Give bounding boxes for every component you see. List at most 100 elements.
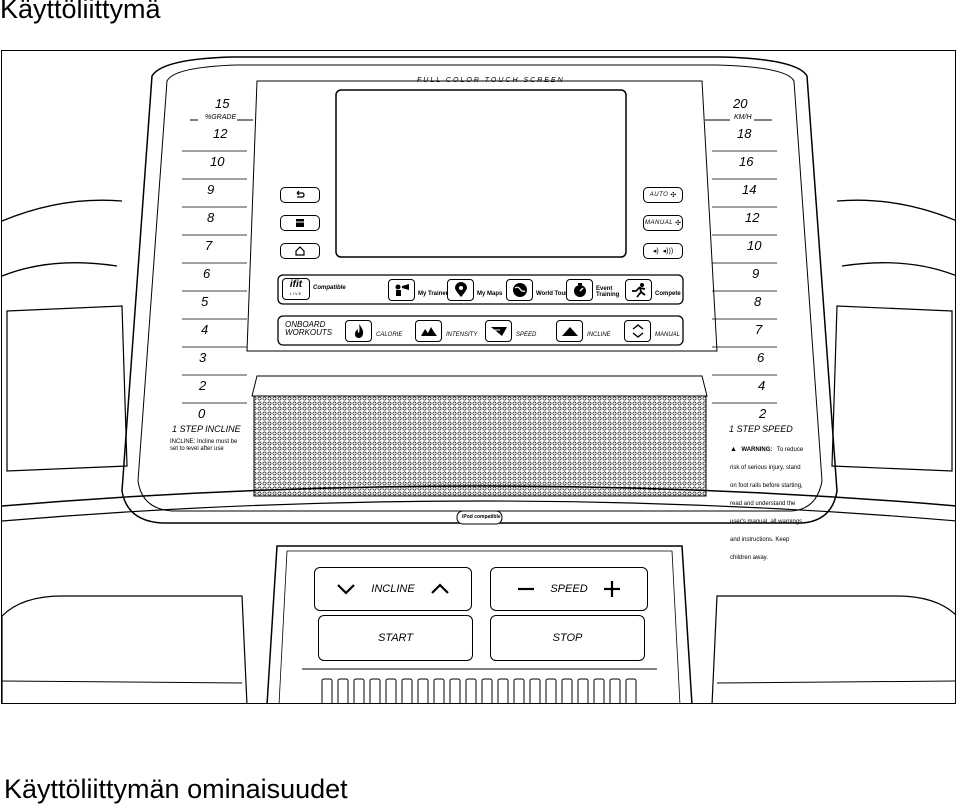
menu-button[interactable] — [280, 215, 320, 231]
speed-minus-icon[interactable] — [516, 582, 536, 596]
manual-label: MANUAL — [645, 220, 674, 226]
speed-value[interactable]: 8 — [754, 294, 762, 309]
home-icon — [295, 246, 305, 256]
volume-button[interactable]: ◂) ◂))) — [643, 243, 683, 259]
warning-block: ▲ WARNING: To reduce risk of serious inj… — [730, 438, 805, 564]
back-button[interactable] — [280, 187, 320, 203]
incline-value[interactable]: 5 — [201, 294, 209, 309]
speed-workout-button[interactable] — [485, 320, 512, 342]
touch-screen[interactable] — [336, 90, 626, 257]
warning-triangle-icon: ▲ — [730, 446, 737, 453]
event-training-label: Event Training — [596, 286, 620, 298]
incline-step-label: 1 STEP INCLINE — [172, 424, 241, 434]
page-heading: Käyttöliittymä — [0, 0, 161, 24]
up-down-chevron-icon — [632, 324, 643, 338]
calorie-workout-button[interactable] — [345, 320, 372, 342]
auto-fan-button[interactable]: AUTO ✣ — [643, 187, 683, 203]
calorie-label: CALORIE — [376, 332, 403, 338]
incline-value[interactable]: 15 — [215, 96, 230, 111]
speed-value[interactable]: 7 — [755, 322, 763, 337]
incline-value[interactable]: 7 — [205, 238, 213, 253]
speed-value[interactable]: 9 — [752, 266, 760, 281]
mountain-icon — [561, 327, 578, 336]
incline-control-label: INCLINE — [371, 583, 415, 595]
speaker-grille — [254, 396, 706, 496]
incline-value[interactable]: 12 — [213, 126, 228, 141]
workouts-title-line2: WORKOUTS — [285, 328, 333, 337]
incline-workout-button[interactable] — [556, 320, 583, 342]
menu-icon — [296, 219, 304, 227]
workouts-title: ONBOARD WORKOUTS — [285, 321, 332, 337]
speed-value[interactable]: 12 — [745, 210, 760, 225]
incline-value[interactable]: 8 — [207, 210, 215, 225]
manual-workout-button[interactable] — [624, 320, 651, 342]
world-tour-button[interactable] — [506, 279, 533, 301]
fan-icon: ✣ — [675, 220, 681, 227]
incline-value[interactable]: 6 — [203, 266, 211, 281]
incline-unit-label: %GRADE — [205, 114, 237, 121]
event-training-button[interactable] — [566, 279, 593, 301]
back-icon — [296, 190, 305, 198]
screen-label: FULL COLOR TOUCH SCREEN — [417, 77, 565, 84]
volume-up-icon: ◂))) — [662, 248, 674, 255]
speed-value[interactable]: 2 — [759, 406, 767, 421]
incline-value[interactable]: 0 — [198, 406, 206, 421]
intensity-graph-icon — [420, 327, 437, 336]
map-pin-icon — [454, 282, 467, 297]
console-illustration: FULL COLOR TOUCH SCREEN 15 %GRADE 12 10 … — [1, 50, 956, 704]
incline-down-icon[interactable] — [335, 582, 357, 596]
my-trainer-label: My Trainer — [418, 291, 449, 297]
speed-value[interactable]: 10 — [747, 238, 762, 253]
speed-control-label: SPEED — [550, 583, 588, 595]
workouts-title-line1: ONBOARD — [285, 320, 326, 329]
speed-value[interactable]: 14 — [742, 182, 757, 197]
home-button[interactable] — [280, 243, 320, 259]
incline-value[interactable]: 9 — [207, 182, 215, 197]
my-maps-button[interactable] — [447, 279, 474, 301]
manual-fan-button[interactable]: MANUAL ✣ — [643, 215, 683, 231]
speed-step-label: 1 STEP SPEED — [729, 424, 793, 434]
incline-value[interactable]: 10 — [210, 154, 225, 169]
compete-label: Compete — [655, 291, 681, 297]
world-tour-label: World Tour — [536, 291, 568, 297]
speed-value[interactable]: 4 — [758, 378, 766, 393]
warning-title: WARNING: — [741, 447, 773, 453]
intensity-workout-button[interactable] — [415, 320, 442, 342]
stop-button[interactable]: STOP — [490, 615, 645, 661]
runner-icon — [631, 283, 646, 298]
auto-label: AUTO — [649, 192, 669, 198]
speed-control: SPEED — [490, 567, 648, 611]
ifit-logo: ifit LIVE — [282, 278, 310, 300]
speed-value[interactable]: 6 — [757, 350, 765, 365]
manual-label: MANUAL — [655, 332, 681, 338]
incline-control: INCLINE — [314, 567, 472, 611]
console-line-art — [2, 56, 955, 703]
flame-icon — [354, 324, 363, 338]
speed-label: SPEED — [516, 332, 537, 338]
my-trainer-button[interactable] — [388, 279, 415, 301]
my-maps-label: My Maps — [477, 291, 503, 297]
globe-icon — [512, 283, 527, 297]
speed-value[interactable]: 20 — [733, 96, 748, 111]
incline-value[interactable]: 2 — [199, 378, 207, 393]
speed-value[interactable]: 18 — [737, 126, 752, 141]
speed-plus-icon[interactable] — [602, 579, 622, 599]
ifit-compatible-label: Compatible — [313, 285, 346, 291]
incline-up-icon[interactable] — [429, 582, 451, 596]
ipod-label: iPod compatible — [462, 514, 501, 520]
start-button[interactable]: START — [318, 615, 473, 661]
stopwatch-icon — [573, 283, 586, 297]
compete-button[interactable] — [625, 279, 652, 301]
incline-note: INCLINE: Incline must be set to level af… — [170, 439, 238, 452]
speed-streak-icon — [490, 327, 507, 336]
incline-value[interactable]: 3 — [199, 350, 207, 365]
trainer-icon — [395, 284, 409, 296]
warning-text: To reduce risk of serious injury, stand … — [730, 447, 804, 561]
ifit-logo-text: ifit — [289, 279, 303, 290]
fan-icon: ✣ — [670, 192, 677, 199]
incline-label: INCLINE — [587, 332, 611, 338]
intensity-label: INTENSITY — [446, 332, 478, 338]
ifit-live-text: LIVE — [289, 291, 303, 296]
speed-value[interactable]: 16 — [739, 154, 754, 169]
incline-value[interactable]: 4 — [201, 322, 209, 337]
